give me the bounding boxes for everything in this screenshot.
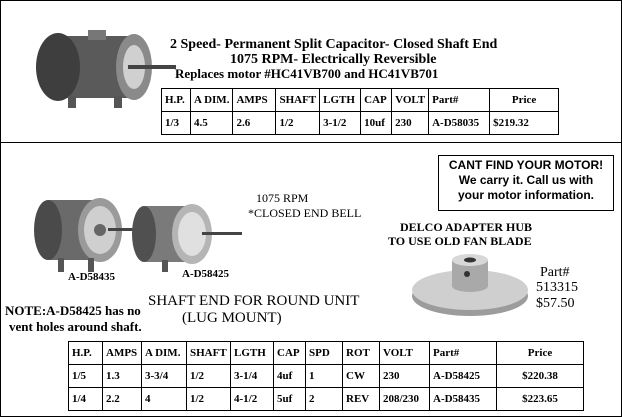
cell-price: $219.32 bbox=[489, 111, 560, 135]
header-volt: VOLT bbox=[379, 341, 430, 365]
header-price: Price bbox=[489, 88, 560, 112]
note-text: NOTE:A-D58425 has no bbox=[5, 303, 141, 318]
shaft-end-heading: SHAFT END FOR ROUND UNIT bbox=[148, 293, 360, 309]
motor-image-d58425 bbox=[132, 204, 242, 272]
cell-shaft: 1/2 bbox=[186, 387, 231, 411]
cell-amps: 1.3 bbox=[102, 364, 142, 388]
replaces-text: Replaces motor #HC41VB700 and HC41VB701 bbox=[175, 66, 439, 81]
header-adim: A DIM. bbox=[189, 88, 234, 112]
cell-amps: 2.6 bbox=[232, 111, 277, 135]
cell-lgth: 3-1/4 bbox=[230, 364, 274, 388]
table-row: 1/5 1.3 3-3/4 1/2 3-1/4 4uf 1 CW 230 A-D… bbox=[68, 364, 584, 388]
adapter-title-1: DELCO ADAPTER HUB bbox=[400, 220, 533, 234]
cell-cap: 5uf bbox=[273, 387, 306, 411]
section-divider bbox=[0, 142, 622, 143]
top-title: 2 Speed- Permanent Split Capacitor- Clos… bbox=[170, 37, 498, 52]
cell-adim: 4.5 bbox=[189, 111, 234, 135]
cell-hp: 1/4 bbox=[68, 387, 103, 411]
lug-mount-text: (LUG MOUNT) bbox=[182, 310, 282, 326]
cell-shaft: 1/2 bbox=[275, 111, 321, 135]
cell-hp: 1/3 bbox=[161, 111, 191, 135]
header-adim: A DIM. bbox=[141, 341, 187, 365]
cell-adim: 3-3/4 bbox=[141, 364, 187, 388]
header-hp: H.P. bbox=[161, 88, 191, 112]
header-lgth: LGTH bbox=[230, 341, 274, 365]
cell-volt: 208/230 bbox=[379, 387, 430, 411]
top-spec-table: H.P. A DIM. AMPS SHAFT LGTH CAP VOLT Par… bbox=[161, 88, 560, 135]
header-part: Part# bbox=[428, 88, 491, 112]
adapter-part-label: Part# bbox=[540, 265, 570, 280]
cell-rot: REV bbox=[342, 387, 380, 411]
cell-lgth: 3-1/2 bbox=[319, 111, 362, 135]
callout-line-1: CANT FIND YOUR MOTOR! bbox=[448, 158, 604, 172]
header-amps: AMPS bbox=[102, 341, 142, 365]
cell-adim: 4 bbox=[141, 387, 187, 411]
callout-line-2: We carry it. Call us with bbox=[458, 173, 594, 187]
cell-price: $220.38 bbox=[496, 364, 584, 388]
adapter-price: $57.50 bbox=[536, 296, 575, 311]
cell-part: A-D58425 bbox=[429, 364, 497, 388]
header-cap: CAP bbox=[360, 88, 393, 112]
cell-cap: 4uf bbox=[273, 364, 306, 388]
table-row: 1/3 4.5 2.6 1/2 3-1/2 10uf 230 A-D58035 … bbox=[161, 111, 560, 135]
header-price: Price bbox=[496, 341, 584, 365]
table-header-row: H.P. AMPS A DIM. SHAFT LGTH CAP SPD ROT … bbox=[68, 341, 584, 365]
header-shaft: SHAFT bbox=[186, 341, 231, 365]
cell-spd: 2 bbox=[305, 387, 343, 411]
cell-hp: 1/5 bbox=[68, 364, 103, 388]
cell-volt: 230 bbox=[391, 111, 430, 135]
header-volt: VOLT bbox=[391, 88, 430, 112]
adapter-hub-image bbox=[412, 254, 528, 316]
header-rot: ROT bbox=[342, 341, 380, 365]
cell-amps: 2.2 bbox=[102, 387, 142, 411]
cell-lgth: 4-1/2 bbox=[230, 387, 274, 411]
bottom-spec-table: H.P. AMPS A DIM. SHAFT LGTH CAP SPD ROT … bbox=[68, 341, 584, 411]
rpm-text: 1075 RPM bbox=[256, 191, 309, 205]
motor-label-d58435: A-D58435 bbox=[68, 271, 116, 283]
adapter-title-2: TO USE OLD FAN BLADE bbox=[388, 234, 532, 248]
motor-image-top bbox=[36, 30, 176, 108]
cell-shaft: 1/2 bbox=[186, 364, 231, 388]
cell-spd: 1 bbox=[305, 364, 343, 388]
cell-price: $223.65 bbox=[496, 387, 584, 411]
note-text-2: vent holes around shaft. bbox=[9, 319, 142, 334]
cell-rot: CW bbox=[342, 364, 380, 388]
header-amps: AMPS bbox=[232, 88, 277, 112]
header-spd: SPD bbox=[305, 341, 343, 365]
header-shaft: SHAFT bbox=[275, 88, 321, 112]
table-row: 1/4 2.2 4 1/2 4-1/2 5uf 2 REV 208/230 A-… bbox=[68, 387, 584, 411]
motor-label-d58425: A-D58425 bbox=[182, 268, 230, 280]
header-lgth: LGTH bbox=[319, 88, 362, 112]
header-hp: H.P. bbox=[68, 341, 103, 365]
cant-find-callout: CANT FIND YOUR MOTOR! We carry it. Call … bbox=[438, 155, 614, 211]
top-subtitle: 1075 RPM- Electrically Reversible bbox=[230, 52, 437, 67]
motor-image-d58435 bbox=[34, 198, 148, 272]
header-cap: CAP bbox=[273, 341, 306, 365]
cell-part: A-D58435 bbox=[429, 387, 497, 411]
cell-cap: 10uf bbox=[360, 111, 393, 135]
adapter-part-number: 513315 bbox=[536, 280, 578, 295]
table-header-row: H.P. A DIM. AMPS SHAFT LGTH CAP VOLT Par… bbox=[161, 88, 560, 112]
header-part: Part# bbox=[429, 341, 497, 365]
cell-part: A-D58035 bbox=[428, 111, 491, 135]
cell-volt: 230 bbox=[379, 364, 430, 388]
closed-end-text: *CLOSED END BELL bbox=[248, 206, 362, 220]
callout-line-3: your motor information. bbox=[458, 188, 594, 202]
